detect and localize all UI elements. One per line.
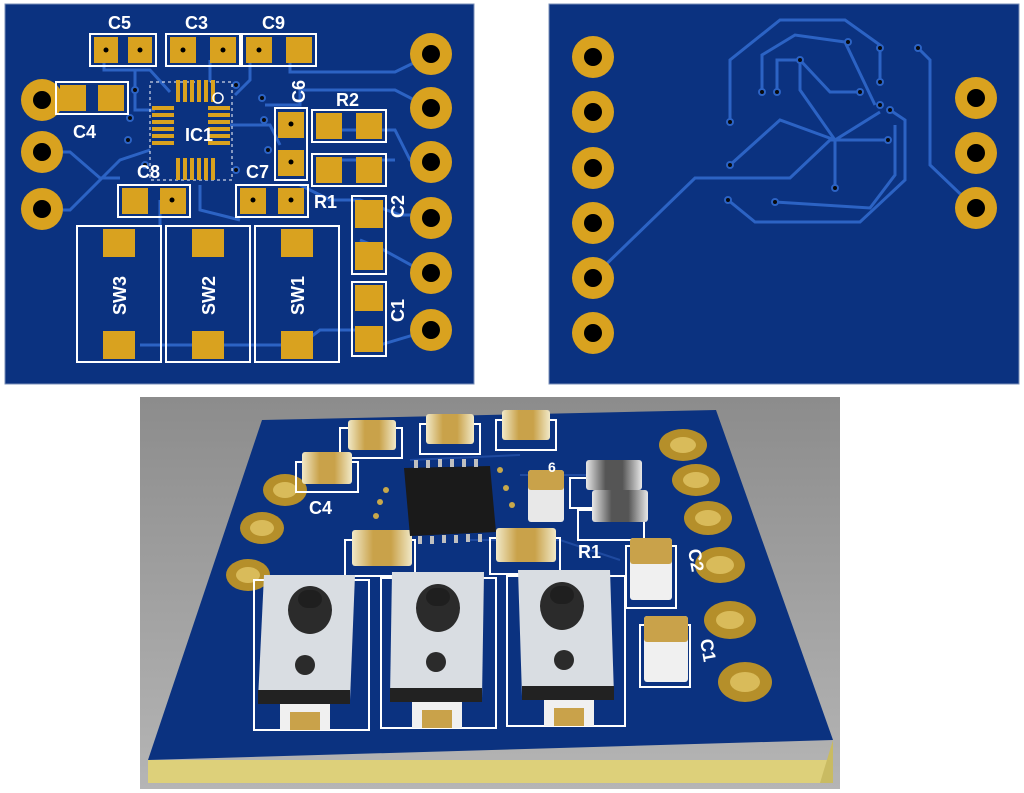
label-c6: C6 (289, 80, 309, 103)
label-r1: R1 (314, 192, 337, 212)
smd-c8 (117, 184, 191, 218)
render-switch-sw3 (253, 575, 370, 731)
smd-c6 (274, 107, 308, 181)
smd-c9 (241, 33, 317, 67)
top-view-panel: C5 C3 C9 C4 C6 R2 IC1 C8 C7 R1 C2 C1 SW3… (4, 3, 475, 385)
render-label-c1: C1 (696, 637, 720, 663)
render-resistors (586, 460, 648, 522)
bottom-right-header (955, 77, 997, 229)
smd-c5 (89, 33, 157, 67)
bottom-board (548, 3, 1020, 385)
render-capacitors (302, 410, 688, 682)
switch-sw3 (76, 225, 162, 363)
smd-r2 (311, 109, 387, 143)
render-label-c2: C2 (684, 547, 708, 573)
label-c2: C2 (388, 195, 408, 218)
board-edge-front (148, 760, 833, 783)
label-ic1: IC1 (185, 125, 213, 145)
label-sw3: SW3 (110, 276, 130, 315)
label-c4: C4 (73, 122, 96, 142)
top-board (4, 3, 475, 385)
smd-c1 (351, 281, 387, 357)
label-sw1: SW1 (288, 276, 308, 315)
label-c9: C9 (262, 13, 285, 33)
switch-sw2 (165, 225, 251, 363)
smd-c4 (55, 81, 129, 115)
render-switch-sw1 (506, 570, 626, 727)
bottom-left-header (572, 36, 614, 354)
top-vias (124, 81, 272, 174)
render-right-pads (659, 429, 772, 702)
render-label-r1: R1 (578, 542, 601, 562)
render-3d-panel: C4 R1 C2 C1 6 (140, 397, 840, 789)
smd-c7 (235, 184, 309, 218)
smd-c2 (351, 195, 387, 275)
label-c3: C3 (185, 13, 208, 33)
ic1-footprint (149, 80, 233, 181)
render-label-c6-partial: 6 (548, 459, 556, 475)
label-c8: C8 (137, 162, 160, 182)
label-r2: R2 (336, 90, 359, 110)
render-vias (373, 467, 515, 519)
switch-sw1 (254, 225, 340, 363)
smd-c3 (165, 33, 241, 67)
bottom-view-panel (548, 3, 1020, 385)
label-c1: C1 (388, 299, 408, 322)
render-switch-sw2 (380, 572, 497, 729)
bottom-vias (724, 38, 922, 206)
label-sw2: SW2 (199, 276, 219, 315)
top-right-header (410, 33, 452, 351)
label-c7: C7 (246, 162, 269, 182)
smd-r1 (311, 153, 387, 187)
render-label-c4: C4 (309, 498, 332, 518)
label-c5: C5 (108, 13, 131, 33)
top-left-header (21, 79, 63, 230)
render-ic (404, 459, 496, 544)
